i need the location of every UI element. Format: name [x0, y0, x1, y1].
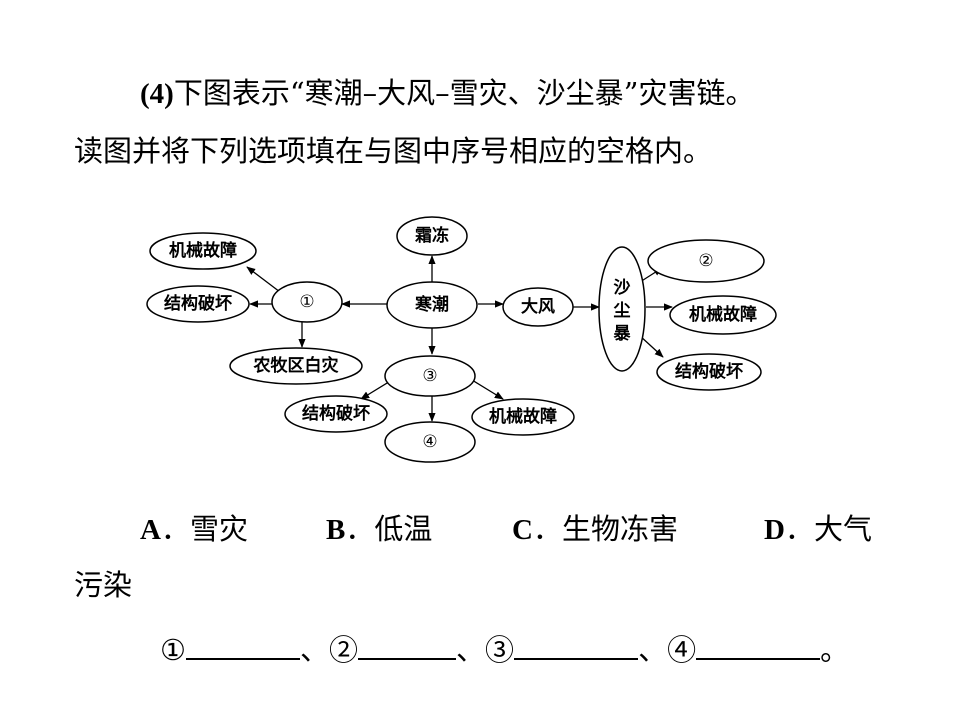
diagram-arrows	[246, 255, 673, 422]
node-blank2-shape	[647, 239, 765, 283]
node-mechfail-right-shape	[669, 295, 777, 335]
node-structdmg-right: 结构破坏	[675, 361, 743, 382]
node-coldwave-shape	[386, 281, 478, 329]
answer-blank-4[interactable]	[696, 632, 821, 660]
node-structdmg-bottom-shape	[284, 395, 388, 433]
node-blank3: ③	[422, 366, 437, 386]
node-structdmg-right-shape	[656, 353, 762, 391]
arrow-blank3-structdmg	[360, 379, 393, 400]
question-title-text: 下图表示“寒潮–大风–雪灾、沙尘暴”灾害链。	[173, 76, 755, 110]
answer-blank-2-label: ②	[329, 633, 359, 667]
node-agri-white-disaster: 农牧区白灾	[253, 355, 340, 376]
answer-blank-1[interactable]	[186, 632, 300, 660]
node-sandstorm-char2: 尘	[614, 301, 631, 321]
question-instruction: 读图并将下列选项填在与图中序号相应的空格内。	[74, 134, 713, 168]
node-frost-shape	[396, 216, 468, 256]
node-blank3-shape	[384, 355, 476, 397]
arrow-blank1-mechfail	[246, 266, 281, 293]
node-mechfail-right: 机械故障	[689, 304, 757, 325]
node-blank4: ④	[422, 432, 437, 452]
node-sandstorm-shape	[598, 246, 646, 372]
question-title: (4)下图表示“寒潮–大风–雪灾、沙尘暴”灾害链。	[140, 76, 754, 112]
answer-blank-3-label: ③	[485, 633, 515, 667]
arrow-blank3-mechfail	[471, 379, 504, 400]
option-d: D．大气	[764, 512, 872, 546]
option-b: B．低温	[326, 512, 433, 546]
node-agri-shape	[229, 347, 363, 385]
node-blank2: ②	[698, 251, 713, 271]
option-c: C．生物冻害	[512, 512, 678, 546]
node-mechfail-bottom-shape	[471, 398, 575, 436]
node-sandstorm-char1: 沙	[614, 278, 631, 298]
node-blank4-shape	[384, 421, 476, 463]
question-number: (4)	[140, 78, 174, 110]
node-frost: 霜冻	[414, 225, 449, 246]
node-blank1-shape	[271, 281, 343, 323]
answer-blanks: ①、②、③、④。	[160, 632, 850, 667]
node-sandstorm-char3: 暴	[613, 324, 632, 344]
node-structdmg-left-shape	[146, 285, 250, 323]
node-mechfail-bottom: 机械故障	[489, 406, 557, 427]
node-coldwave: 寒潮	[415, 294, 449, 315]
answer-blank-1-label: ①	[160, 633, 186, 667]
node-structdmg-bottom: 结构破坏	[302, 403, 370, 424]
answer-blank-2[interactable]	[358, 632, 457, 660]
node-structdmg-left: 结构破坏	[164, 293, 232, 314]
answer-blank-3[interactable]	[514, 632, 639, 660]
node-blank1: ①	[299, 292, 314, 312]
node-mechfail-left: 机械故障	[169, 240, 237, 261]
node-wind: 大风	[521, 296, 555, 317]
answer-blank-4-label: ④	[667, 633, 697, 667]
option-d-wrap: 污染	[74, 568, 133, 602]
node-wind-shape	[502, 287, 574, 327]
node-mechfail-left-shape	[149, 232, 257, 270]
option-a: A．雪灾	[140, 512, 248, 546]
